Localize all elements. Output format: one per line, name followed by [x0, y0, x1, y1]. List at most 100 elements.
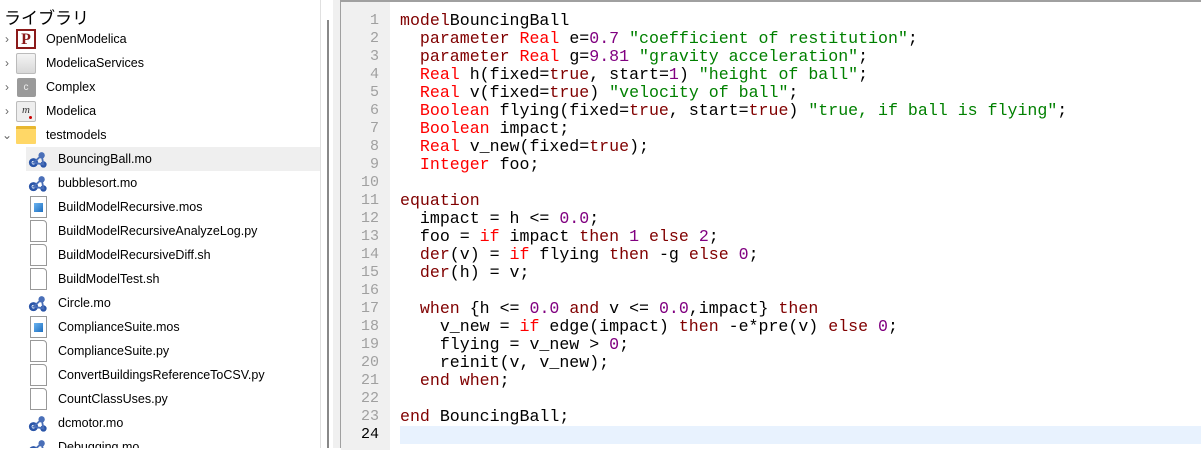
code-line[interactable] — [400, 174, 1201, 192]
code-token: true — [629, 101, 669, 120]
file-icon — [28, 364, 48, 386]
tree-item[interactable]: BuildModelRecursiveAnalyzeLog.py — [26, 219, 320, 243]
tree-item-label: BuildModelRecursive.mos — [58, 200, 203, 214]
line-number: 20 — [360, 354, 379, 371]
code-token: (h) = v; — [449, 263, 530, 282]
tree-item-label: testmodels — [46, 128, 107, 142]
chevron-down-icon[interactable]: ⌄ — [2, 128, 13, 142]
code-line[interactable]: parameter Real e=0.7 "coefficient of res… — [400, 30, 1201, 48]
code-line[interactable]: der(v) = if flying then -g else 0; — [400, 246, 1201, 264]
code-line[interactable]: Real v_new(fixed=true); — [400, 138, 1201, 156]
line-number: 17 — [360, 300, 379, 317]
tree-item[interactable]: ComplianceSuite.py — [26, 339, 320, 363]
code-line[interactable]: Real h(fixed=true, start=1) "height of b… — [400, 66, 1201, 84]
line-number: 14 — [360, 246, 379, 263]
code-token: Real — [419, 65, 460, 84]
code-token: "height of ball" — [698, 65, 859, 84]
code-token: ; — [619, 335, 630, 354]
library-scrollbar[interactable] — [320, 0, 334, 448]
code-token: 9.81 — [589, 47, 630, 66]
code-line[interactable] — [400, 282, 1201, 300]
code-token: e= — [559, 29, 590, 48]
code-line[interactable]: der(h) = v; — [400, 264, 1201, 282]
tree-item[interactable]: ›ModelicaServices — [0, 51, 320, 75]
code-line[interactable]: parameter Real g=9.81 "gravity accelerat… — [400, 48, 1201, 66]
code-token: ; — [1057, 101, 1068, 120]
code-line[interactable]: end BouncingBall; — [400, 408, 1201, 426]
code-line[interactable]: Integer foo; — [400, 156, 1201, 174]
code-line[interactable]: Boolean flying(fixed=true, start=true) "… — [400, 102, 1201, 120]
tree-item[interactable]: BuildModelRecursiveDiff.sh — [26, 243, 320, 267]
code-token: and — [569, 299, 600, 318]
code-line[interactable]: end when; — [400, 372, 1201, 390]
code-line[interactable] — [400, 390, 1201, 408]
code-token: ) — [678, 65, 699, 84]
splitter[interactable] — [333, 0, 341, 448]
tree-item[interactable]: BouncingBall.mo — [26, 147, 320, 171]
line-number: 23 — [360, 408, 379, 425]
code-token: v <= — [599, 299, 659, 318]
scrollbar-thumb[interactable] — [327, 20, 329, 448]
code-line[interactable]: reinit(v, v_new); — [400, 354, 1201, 372]
code-token: Integer — [419, 155, 490, 174]
code-token: "true, if ball is flying" — [808, 101, 1058, 120]
modelica-icon: m — [16, 100, 36, 122]
tree-item[interactable]: Circle.mo — [26, 291, 320, 315]
code-token: 0.0 — [658, 299, 689, 318]
code-token: parameter — [419, 29, 520, 48]
code-token: impact; — [489, 119, 570, 138]
code-line[interactable]: modelBouncingBall — [400, 12, 1201, 30]
code-token: else — [649, 227, 689, 246]
code-token: ; — [888, 317, 898, 336]
code-token: flying(fixed= — [489, 101, 630, 120]
code-line[interactable]: when {h <= 0.0 and v <= 0.0,impact} then — [400, 300, 1201, 318]
package-icon — [16, 52, 36, 74]
code-token: then — [678, 317, 719, 336]
tree-item-label: CountClassUses.py — [58, 392, 168, 406]
code-token: impact — [499, 227, 580, 246]
code-token: 0 — [738, 245, 749, 264]
code-token: v_new = — [400, 317, 520, 336]
tree-item-label: ComplianceSuite.mos — [58, 320, 180, 334]
line-number: 19 — [360, 336, 379, 353]
code-line[interactable]: foo = if impact then 1 else 2; — [400, 228, 1201, 246]
tree-item[interactable]: BuildModelRecursive.mos — [26, 195, 320, 219]
tree-item[interactable]: ComplianceSuite.mos — [26, 315, 320, 339]
tree-item[interactable]: bubblesort.mo — [26, 171, 320, 195]
code-line[interactable]: Boolean impact; — [400, 120, 1201, 138]
tree-item[interactable]: BuildModelTest.sh — [26, 267, 320, 291]
code-line[interactable]: flying = v_new > 0; — [400, 336, 1201, 354]
tree-item[interactable]: ⌄ testmodels — [0, 123, 320, 147]
chevron-right-icon[interactable]: › — [5, 80, 9, 94]
chevron-right-icon[interactable]: › — [5, 56, 9, 70]
line-number: 12 — [360, 210, 379, 227]
tree-item[interactable]: CountClassUses.py — [26, 387, 320, 411]
line-number: 9 — [369, 156, 379, 173]
tree-item[interactable]: Debugging.mo — [26, 435, 320, 448]
tree-item[interactable]: ConvertBuildingsReferenceToCSV.py — [26, 363, 320, 387]
code-token: ; — [748, 245, 759, 264]
code-token: true — [748, 101, 789, 120]
line-number: 21 — [360, 372, 379, 389]
tree-item-label: ComplianceSuite.py — [58, 344, 170, 358]
code-token: 0 — [878, 317, 889, 336]
code-token: der — [419, 263, 450, 282]
code-line[interactable] — [400, 426, 1201, 444]
chevron-right-icon[interactable]: › — [5, 104, 9, 118]
code-line[interactable]: impact = h <= 0.0; — [400, 210, 1201, 228]
code-token — [400, 83, 420, 102]
code-line[interactable]: v_new = if edge(impact) then -e*pre(v) e… — [400, 318, 1201, 336]
code-line[interactable]: Real v(fixed=true) "velocity of ball"; — [400, 84, 1201, 102]
code-token: ; — [907, 29, 918, 48]
openmodelica-p-icon: P — [16, 29, 36, 49]
file-icon — [28, 220, 48, 242]
code-line[interactable]: equation — [400, 192, 1201, 210]
chevron-right-icon[interactable]: › — [5, 32, 9, 46]
code-token: model — [400, 11, 450, 30]
tree-item[interactable]: dcmotor.mo — [26, 411, 320, 435]
